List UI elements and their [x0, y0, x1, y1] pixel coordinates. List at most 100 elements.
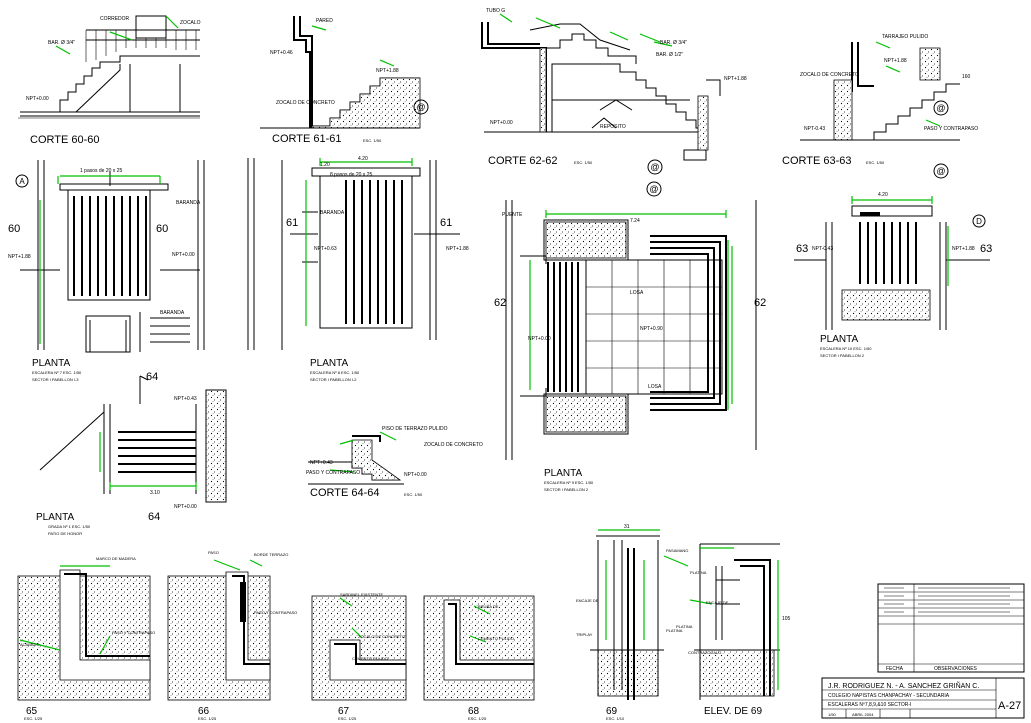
svg-text:PATIO DE HONOR: PATIO DE HONOR [48, 531, 82, 536]
svg-text:NPT-0.43: NPT-0.43 [804, 126, 825, 132]
label-detail-66: 66 [198, 706, 210, 717]
svg-text:D: D [976, 217, 982, 226]
axis-bubble-a-plan7 [15, 174, 29, 188]
svg-text:ESCALERA Nº 10 ESC. 1/50: ESCALERA Nº 10 ESC. 1/50 [820, 346, 872, 351]
svg-text:SECTOR I PABELLON 2: SECTOR I PABELLON 2 [544, 487, 589, 492]
label-planta-grada: PLANTA [36, 512, 74, 523]
svg-text:CEMENTO PULIDO: CEMENTO PULIDO [478, 636, 514, 641]
svg-text:NPT+0.63: NPT+0.63 [314, 246, 337, 252]
svg-text:BAR. Ø 3/4": BAR. Ø 3/4" [48, 40, 75, 46]
svg-text:MARCO DE MADERA: MARCO DE MADERA [96, 556, 136, 561]
scale-61: ESC. 1/50 [363, 138, 382, 143]
label-corte-62: CORTE 62-62 [488, 155, 558, 167]
svg-text:62: 62 [754, 297, 766, 309]
svg-text:8 pasos de 20 x 25: 8 pasos de 20 x 25 [330, 172, 372, 178]
section-62-62: TUBO G BAR. Ø 3/4" BAR. Ø 1/2" NPT+1.88 … [481, 8, 747, 175]
plan-escalera-9: PUENTE 7.24 NPT+0.00 NPT+0.90 LOSA LOSA … [494, 181, 766, 492]
svg-text:PUENTE: PUENTE [502, 212, 523, 218]
label-corte-63: CORTE 63-63 [782, 155, 852, 167]
label-corte-60: CORTE 60-60 [30, 134, 100, 146]
svg-text:4.20: 4.20 [878, 192, 888, 198]
label-corte-61: CORTE 61-61 [272, 133, 342, 145]
detail-68: BRUÑA DE CEMENTO PULIDO 68 ESC. 1/25 [423, 595, 535, 721]
svg-text:PASO Y CONTRAPASO: PASO Y CONTRAPASO [306, 470, 360, 476]
svg-text:ESC. 1/25: ESC. 1/25 [468, 716, 487, 721]
axis-bubble-a-61 [413, 99, 429, 115]
detail-66: PASO BORDE TERRAZO PASO Y CONTRAPASO 66 … [167, 550, 297, 721]
svg-text:BORDE TERRAZO: BORDE TERRAZO [254, 552, 288, 557]
label-planta-10: PLANTA [820, 334, 858, 345]
svg-text:NPT+0.00: NPT+0.00 [490, 120, 513, 126]
section-61-61: PARED NPT+0.46 ZOCALO DE CONCRETO NPT+1.… [260, 16, 429, 145]
tb-col-observaciones: OBSERVACIONES [934, 666, 978, 672]
svg-text:31: 31 [624, 524, 630, 530]
svg-text:NPT+1.88: NPT+1.88 [446, 246, 469, 252]
tb-sheet-number: A-27 [998, 700, 1021, 712]
svg-text:BARANDA: BARANDA [176, 200, 201, 206]
svg-text:ESCALERA Nº 9 ESC. 1/50: ESCALERA Nº 9 ESC. 1/50 [544, 480, 594, 485]
section-64-64: PISO DE TERRAZO PULIDO ZOCALO DE CONCRET… [306, 426, 483, 499]
label-planta-7: PLANTA [32, 358, 70, 369]
svg-text:TARRAJEO PULIDO: TARRAJEO PULIDO [882, 34, 928, 40]
label-detail-65: 65 [26, 706, 38, 717]
svg-text:NPT+0.00: NPT+0.00 [26, 96, 49, 102]
svg-text:NPT+0.00: NPT+0.00 [404, 472, 427, 478]
label-elev-69: ELEV. DE 69 [704, 706, 762, 717]
svg-text:SECTOR I PABELLON I-3: SECTOR I PABELLON I-3 [32, 377, 79, 382]
tb-content: ESCALERAS Nº7,8,9,&10 SECTOR-I [828, 702, 911, 708]
svg-text:160: 160 [962, 74, 971, 80]
svg-text:ZOCALO DE CONCRETO: ZOCALO DE CONCRETO [276, 100, 335, 106]
plan-escalera-10: NPT-0.43 NPT+1.88 4.20 63 63 D PLANTA ES… [794, 192, 992, 358]
svg-text:PLATINA: PLATINA [676, 624, 693, 629]
svg-text:ESCALERA Nº 8 ESC. 1/50: ESCALERA Nº 8 ESC. 1/50 [310, 370, 360, 375]
svg-text:NPT+1.88: NPT+1.88 [724, 76, 747, 82]
label-planta-9: PLANTA [544, 468, 582, 479]
axis-bubble-a-62 [647, 159, 663, 175]
svg-text:NPT+1.88: NPT+1.88 [952, 246, 975, 252]
svg-text:CEMENTO PULIDO: CEMENTO PULIDO [352, 656, 388, 661]
svg-text:@: @ [650, 162, 659, 172]
svg-text:ENCAJE DE: ENCAJE DE [576, 598, 599, 603]
label-detail-67: 67 [338, 706, 350, 717]
plan-escalera-8: 1.20 4.20 8 pasos de 20 x 25 BARANDA NPT… [247, 156, 469, 382]
svg-text:SECTOR I PABELLON I-2: SECTOR I PABELLON I-2 [310, 377, 357, 382]
plan-grada-1: 64 64 3.10 NPT+0.43 NPT+0.00 PLANTA GRAD… [36, 371, 227, 536]
label-corte-64: CORTE 64-64 [310, 487, 380, 499]
svg-text:PLATINA: PLATINA [690, 570, 707, 575]
svg-text:SARDINEL EXISTENTE: SARDINEL EXISTENTE [340, 592, 384, 597]
label-detail-68: 68 [468, 706, 480, 717]
svg-text:63: 63 [980, 243, 992, 255]
tb-col-fecha: FECHA [886, 666, 904, 672]
svg-text:NPT-0.43: NPT-0.43 [812, 246, 833, 252]
svg-text:BARANDA: BARANDA [160, 310, 185, 316]
svg-text:4.20: 4.20 [358, 156, 368, 162]
svg-text:ESC. 1/25: ESC. 1/25 [338, 716, 357, 721]
svg-text:60: 60 [156, 223, 168, 235]
svg-text:ACABADO: ACABADO [20, 642, 40, 647]
svg-text:1.20: 1.20 [320, 162, 330, 168]
svg-text:ESC. 1/50: ESC. 1/50 [866, 160, 885, 165]
axis-bubble-a-63-top [933, 100, 949, 116]
svg-text:PASO Y CONTRAPASO: PASO Y CONTRAPASO [112, 630, 155, 635]
svg-text:60: 60 [8, 223, 20, 235]
svg-text:PASO: PASO [208, 550, 219, 555]
detail-65: MARCO DE MADERA PASO Y CONTRAPASO ACABAD… [17, 556, 155, 721]
svg-text:REPOSITO: REPOSITO [600, 124, 626, 130]
detail-67: SARDINEL EXISTENTE ZOCALO DE CONCRETO CE… [311, 592, 407, 721]
svg-text:LOSA: LOSA [648, 384, 662, 390]
plan-escalera-7: 1 pasos de 20 x 25 BARANDA NPT+1.88 NPT+… [8, 160, 205, 382]
svg-text:NPT+0.46: NPT+0.46 [270, 50, 293, 56]
svg-text:SECTOR I PABELLON 2: SECTOR I PABELLON 2 [820, 353, 865, 358]
svg-text:A: A [19, 177, 25, 186]
svg-text:BAR. Ø 1/2": BAR. Ø 1/2" [656, 52, 683, 58]
svg-text:PASO Y CONTRAPASO: PASO Y CONTRAPASO [254, 610, 297, 615]
title-block: FECHA OBSERVACIONES J.R. RODRIGUEZ N. - … [821, 583, 1025, 719]
tb-scale: 1/50 [828, 712, 837, 717]
svg-text:PASAMANO: PASAMANO [666, 548, 688, 553]
tb-project: COLEGIO NAPISTAS CHANPACHAY - SECUNDARIA [828, 693, 950, 699]
svg-text:ZOCALO DE CONCRETO: ZOCALO DE CONCRETO [800, 72, 859, 78]
label-planta-8: PLANTA [310, 358, 348, 369]
svg-text:ESC. 1/25: ESC. 1/25 [24, 716, 43, 721]
axis-bubble-a-63 [933, 163, 949, 179]
